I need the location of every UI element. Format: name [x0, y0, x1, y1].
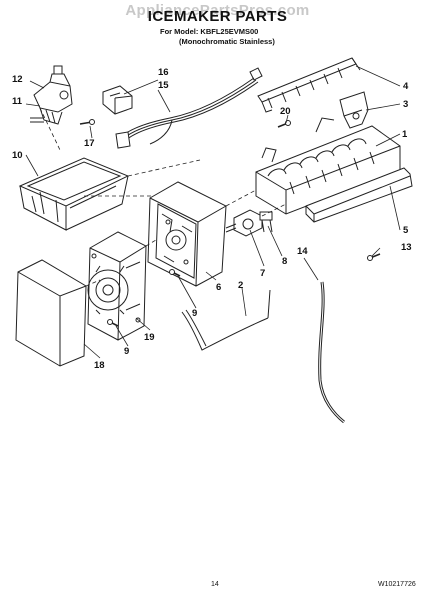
wire-harness-part	[115, 67, 263, 149]
callout-labels: 1 2 3 4 5 6 7 8 9 9 10 11 12 13 14 15 16…	[12, 67, 412, 371]
callout-11: 11	[12, 96, 23, 107]
callout-8: 8	[282, 256, 287, 267]
mold-cover-part	[305, 167, 413, 223]
callout-4: 4	[403, 81, 409, 92]
callout-1: 1	[402, 129, 408, 140]
bracket-part	[102, 85, 133, 115]
callout-2: 2	[238, 280, 243, 291]
screw-part-13	[367, 253, 381, 261]
ejector-shaft-part	[225, 209, 263, 237]
callout-15: 15	[158, 80, 169, 91]
callout-leaders	[25, 65, 401, 359]
model-line: For Model: KBFL25EVMS00	[160, 27, 259, 36]
callout-19: 19	[144, 332, 155, 343]
water-valve-part	[30, 65, 73, 125]
callout-14: 14	[297, 246, 308, 257]
screw-part-20	[277, 120, 291, 128]
callout-9-lower: 9	[124, 346, 129, 357]
callout-10: 10	[12, 150, 23, 161]
ice-mold-part	[255, 117, 401, 215]
finish-line: (Monochromatic Stainless)	[179, 37, 275, 46]
callout-17: 17	[84, 138, 95, 149]
control-housing-part	[147, 181, 227, 287]
screw-part-9-upper	[169, 269, 181, 277]
callout-18: 18	[94, 360, 105, 371]
watermark: AppliancePartsPros.com	[125, 2, 310, 19]
callout-9-upper: 9	[192, 308, 197, 319]
callout-3: 3	[403, 99, 408, 110]
callout-16: 16	[158, 67, 169, 78]
page-number: 14	[211, 581, 219, 588]
ejector-rake-part	[257, 57, 361, 113]
screw-part-17	[79, 119, 95, 125]
document-number: W10217726	[378, 581, 416, 588]
ice-bin-part	[18, 157, 130, 231]
motor-plate-part	[87, 231, 147, 341]
callout-6: 6	[216, 282, 221, 293]
harness-loop-part	[181, 289, 271, 351]
callout-20: 20	[280, 106, 291, 117]
callout-13: 13	[401, 242, 412, 253]
assembly-dashed-lines	[39, 107, 287, 287]
clip-part	[339, 91, 369, 129]
callout-12: 12	[12, 74, 23, 85]
fill-tube-part	[318, 281, 345, 424]
screw-part-9-lower	[107, 319, 119, 327]
front-cover-part	[15, 259, 87, 367]
thermostat-part	[259, 211, 273, 233]
callout-5: 5	[403, 225, 409, 236]
page-title: ICEMAKER PARTS	[147, 8, 288, 25]
callout-7: 7	[260, 268, 265, 279]
